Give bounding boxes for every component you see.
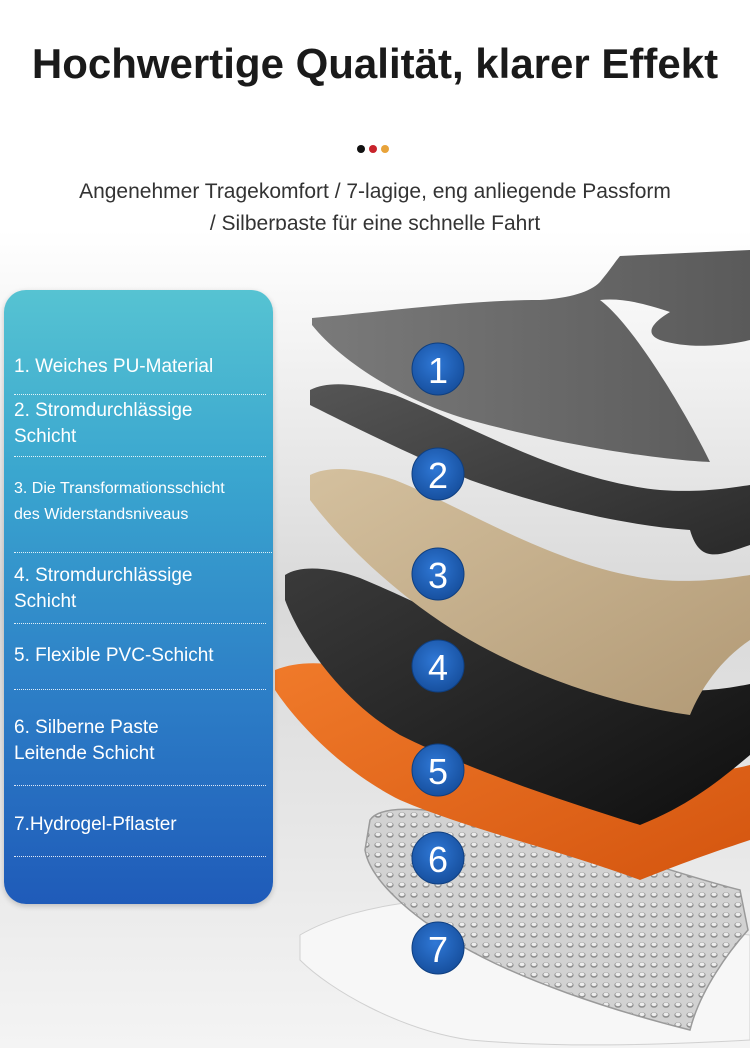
layer-item-7: 7.Hydrogel-Pflaster bbox=[14, 812, 266, 857]
layer-stack-illustration: 1 2 3 4 5 6 7 bbox=[0, 230, 750, 1048]
layer-item-3: 3. Die Transformationsschicht des Widers… bbox=[14, 476, 272, 553]
badge-6-label: 6 bbox=[428, 839, 448, 880]
layer-item-3-line1: 3. Die Transformationsschicht bbox=[14, 480, 225, 497]
badge-1: 1 bbox=[411, 342, 465, 396]
layer-2-dark bbox=[310, 384, 750, 555]
badge-5-label: 5 bbox=[428, 751, 448, 792]
layer-item-6: 6. Silberne Paste Leitende Schicht bbox=[14, 715, 266, 786]
layer-item-2-line1: 2. Stromdurchlässige bbox=[14, 400, 193, 421]
dot-orange bbox=[381, 145, 389, 153]
badge-2: 2 bbox=[411, 447, 465, 501]
badge-4: 4 bbox=[411, 639, 465, 693]
dot-red bbox=[369, 145, 377, 153]
layer-item-6-line2: Leitende Schicht bbox=[14, 743, 155, 764]
layer-item-3-line2: des Widerstandsniveaus bbox=[14, 506, 189, 523]
badge-6: 6 bbox=[411, 831, 465, 885]
subtitle: Angenehmer Tragekomfort / 7-lagige, eng … bbox=[0, 176, 750, 240]
badge-5: 5 bbox=[411, 743, 465, 797]
layer-item-7-line1: 7.Hydrogel-Pflaster bbox=[14, 814, 177, 835]
decorative-dots bbox=[357, 145, 397, 155]
badge-7: 7 bbox=[411, 921, 465, 975]
layer-item-5-line1: 5. Flexible PVC-Schicht bbox=[14, 645, 214, 666]
layer-item-1-line1: 1. Weiches PU-Material bbox=[14, 356, 214, 377]
badge-1-label: 1 bbox=[428, 350, 448, 391]
layer-4-black bbox=[285, 568, 750, 825]
badge-3: 3 bbox=[411, 547, 465, 601]
layer-item-2: 2. Stromdurchlässige Schicht bbox=[14, 398, 266, 457]
layer-item-4: 4. Stromdurchlässige Schicht bbox=[14, 563, 266, 624]
subtitle-line-1: Angenehmer Tragekomfort / 7-lagige, eng … bbox=[79, 180, 671, 203]
layer-3-beige bbox=[310, 468, 750, 715]
layer-item-4-line1: 4. Stromdurchlässige bbox=[14, 565, 193, 586]
layer-item-5: 5. Flexible PVC-Schicht bbox=[14, 643, 266, 690]
dot-black bbox=[357, 145, 365, 153]
subtitle-line-2: / Silberpaste für eine schnelle Fahrt bbox=[209, 212, 541, 235]
layer-item-2-line2: Schicht bbox=[14, 426, 77, 447]
badge-2-label: 2 bbox=[428, 455, 448, 496]
layer-item-4-line2: Schicht bbox=[14, 591, 77, 612]
layer-item-1: 1. Weiches PU-Material bbox=[14, 354, 266, 395]
layer-1-gray bbox=[312, 250, 750, 462]
page-title: Hochwertige Qualität, klarer Effekt bbox=[31, 40, 719, 87]
badge-3-label: 3 bbox=[428, 555, 448, 596]
badge-7-label: 7 bbox=[428, 929, 448, 970]
layers-panel: 1. Weiches PU-Material 2. Stromdurchläss… bbox=[4, 290, 273, 904]
badge-4-label: 4 bbox=[428, 647, 448, 688]
layer-item-6-line1: 6. Silberne Paste bbox=[14, 717, 159, 738]
